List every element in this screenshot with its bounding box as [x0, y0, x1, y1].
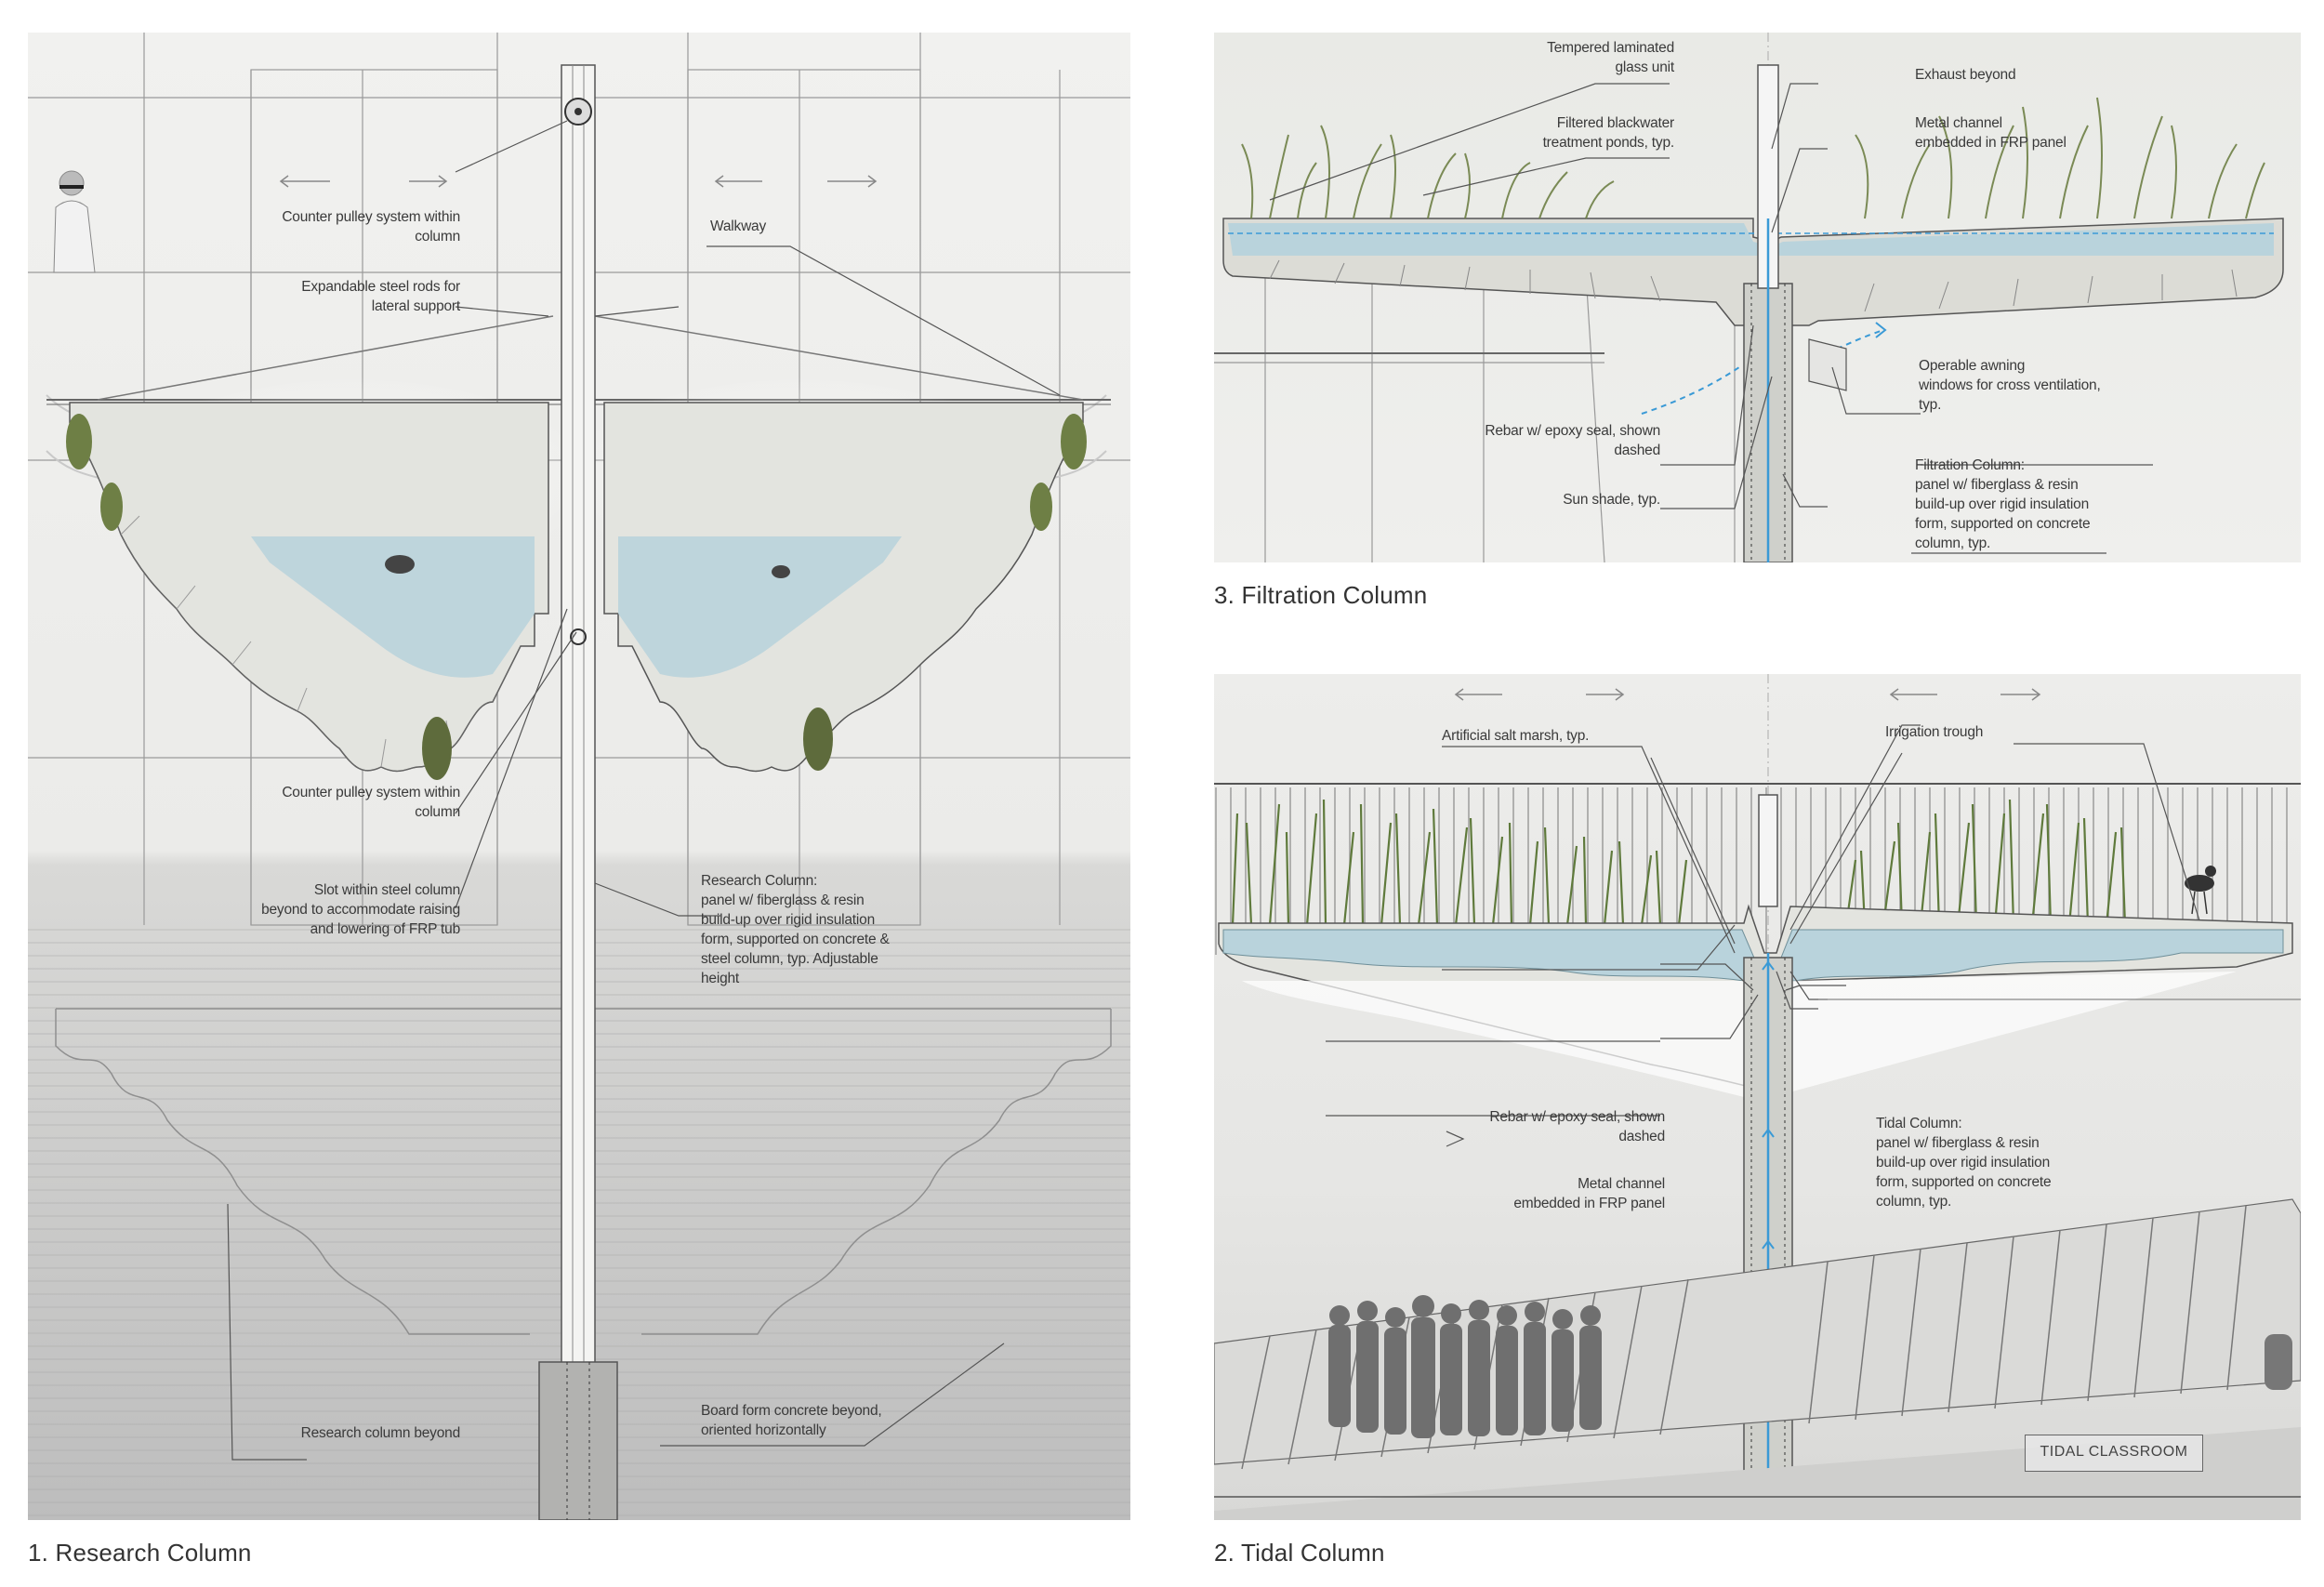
label-filtered-ponds: Filtered blackwater treatment ponds, typ…: [1542, 115, 1675, 151]
label-metal-channel: Metal channel embedded in FRP panel: [1915, 115, 2067, 151]
label-sun-shade: Sun shade, typ.: [1563, 492, 1660, 508]
label-board-form: Board form concrete beyond, oriented hor…: [701, 1403, 882, 1438]
label-irrigation-trough: Irrigation trough: [1885, 724, 1984, 740]
label-slot: Slot within steel column beyond to accom…: [261, 882, 460, 937]
label-research-column: Research Column: panel w/ fiberglass & r…: [701, 873, 890, 986]
label-exhaust: Exhaust beyond: [1915, 67, 2016, 83]
label-tidal-column: Tidal Column: panel w/ fiberglass & resi…: [1876, 1116, 2052, 1210]
label-expandable-rods: Expandable steel rods for lateral suppor…: [301, 279, 460, 314]
tidal-column-drawing: [1214, 674, 2301, 1520]
crowd-silhouettes: [1328, 1295, 1602, 1438]
bird: [2185, 866, 2216, 915]
label-operable-awning: Operable awning windows for cross ventil…: [1919, 358, 2101, 413]
filtration-tub: [1222, 218, 2284, 326]
label-counter-pulley-top: Counter pulley system within column: [282, 209, 460, 245]
filtration-column-drawing: [1214, 33, 2301, 562]
label-tempered-glass: Tempered laminated glass unit: [1547, 40, 1674, 75]
person-silhouette: [53, 170, 96, 273]
tidal-column-panel: Artificial salt marsh, typ. Irrigation t…: [1214, 674, 2301, 1520]
salt-marsh-grasses: [1231, 799, 2127, 926]
label-filtration-column: Filtration Column: panel w/ fiberglass &…: [1915, 457, 2091, 551]
caption-filtration-column: 3. Filtration Column: [1214, 581, 1428, 609]
tidal-column: [1743, 794, 1793, 1520]
caption-research-column: 1. Research Column: [28, 1539, 252, 1567]
label-metal-channel: Metal channel embedded in FRP panel: [1513, 1176, 1665, 1211]
caption-tidal-column: 2. Tidal Column: [1214, 1539, 1385, 1567]
research-column-panel: Counter pulley system within column Expa…: [28, 33, 1130, 1520]
person-right-silhouette: [2265, 1334, 2292, 1390]
label-research-beyond: Research column beyond: [300, 1425, 461, 1441]
label-salt-marsh: Artificial salt marsh, typ.: [1442, 728, 1590, 744]
tidal-classroom-badge: TIDAL CLASSROOM: [2025, 1435, 2203, 1472]
label-rebar: Rebar w/ epoxy seal, shown dashed: [1485, 423, 1660, 458]
pulley-hook: [570, 628, 587, 645]
filtration-column: [1743, 64, 1793, 562]
label-counter-pulley-mid: Counter pulley system within column: [282, 785, 460, 820]
label-walkway: Walkway: [710, 218, 767, 234]
research-column-drawing: [28, 33, 1130, 1520]
steel-column: [538, 64, 618, 1520]
filter-grasses: [1241, 97, 2265, 219]
research-tub-right: [603, 402, 1087, 773]
filtration-column-panel: Tempered laminated glass unit Filtered b…: [1214, 33, 2301, 562]
label-rebar: Rebar w/ epoxy seal, shown dashed: [1489, 1109, 1665, 1144]
research-tub-left: [66, 402, 549, 780]
